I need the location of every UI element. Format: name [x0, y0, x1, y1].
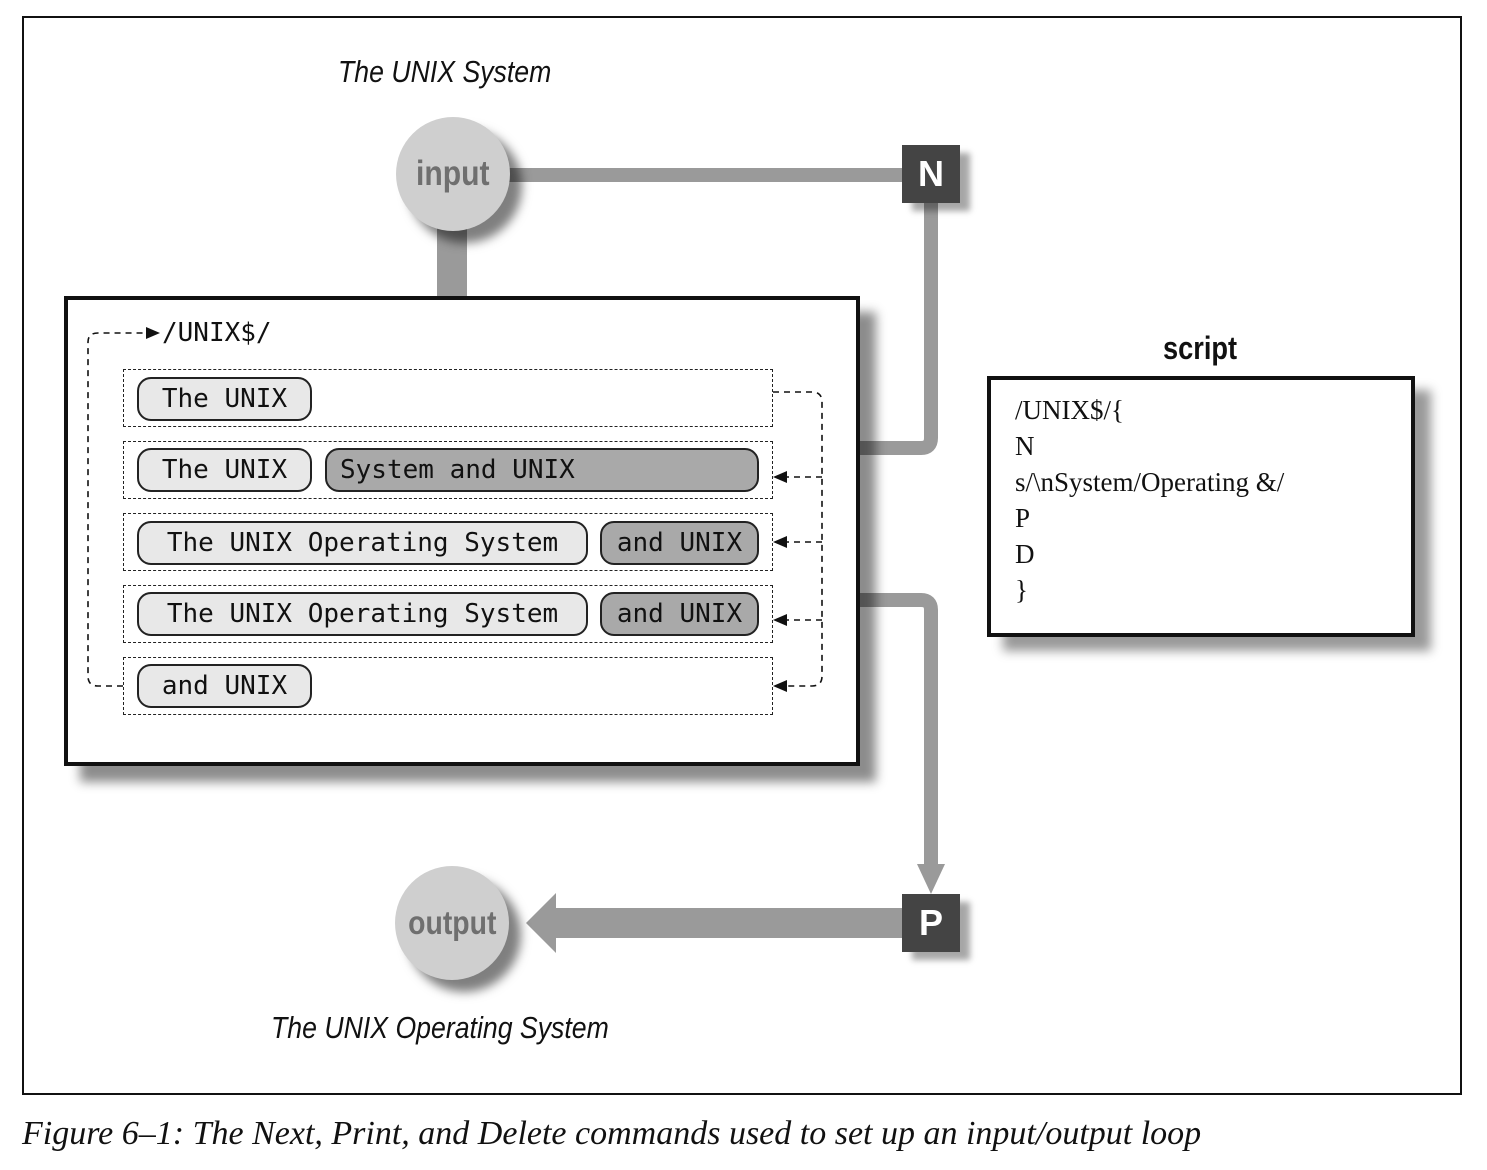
output-circle: output	[395, 866, 509, 980]
next-to-buffer-arrow	[810, 202, 938, 455]
buffer-to-print-arrow	[773, 593, 938, 866]
print-command-label: P	[918, 902, 943, 943]
buffer-row-2	[123, 441, 773, 499]
script-line-1: /UNIX$/{	[1015, 395, 1124, 425]
buffer-row-5-line-a: and UNIX	[137, 664, 312, 708]
script-line-6: }	[1015, 575, 1028, 605]
print-command-box: P	[902, 894, 960, 952]
row4-arrowhead	[773, 614, 787, 626]
loop-back-arrowhead	[146, 327, 160, 339]
output-circle-label: output	[407, 904, 497, 941]
pattern-label: /UNIX$/	[162, 318, 272, 348]
row2-arrowhead	[773, 471, 787, 483]
right-dashed-line	[773, 391, 823, 687]
script-line-3: s/\nSystem/Operating &/	[1015, 467, 1285, 497]
figure-frame	[22, 16, 1462, 1095]
buffer-row-1	[123, 369, 773, 427]
output-arrowhead	[526, 893, 556, 953]
buffer-row-4-line-b: and UNIX	[600, 592, 759, 636]
buffer-row-4	[123, 585, 773, 643]
script-line-5: D	[1015, 539, 1035, 569]
row3-arrowhead	[773, 536, 787, 548]
script-line-4: P	[1015, 503, 1031, 533]
script-title: script	[1163, 330, 1238, 366]
buffer-row-5	[123, 657, 773, 715]
print-to-output-shaft	[553, 908, 905, 938]
loop-back-line	[87, 332, 146, 687]
next-command-box: N	[902, 145, 960, 203]
row5-arrowhead	[773, 680, 787, 692]
next-command-label: N	[918, 153, 944, 194]
buffer-row-3-line-a: The UNIX Operating System	[137, 521, 588, 565]
buffer-row-2-line-a: The UNIX	[137, 448, 312, 492]
figure-caption: Figure 6–1: The Next, Print, and Delete …	[22, 1115, 1202, 1152]
script-line-2: N	[1015, 431, 1035, 461]
right-dashed-branches	[786, 476, 822, 621]
print-arrowhead	[917, 864, 945, 894]
script-box	[987, 376, 1415, 637]
input-circle-label: input	[416, 154, 490, 193]
buffer-row-2-line-b: System and UNIX	[325, 448, 759, 492]
input-circle: input	[396, 117, 510, 231]
buffer-row-4-line-a: The UNIX Operating System	[137, 592, 588, 636]
buffer-row-3	[123, 513, 773, 571]
input-text-label: The UNIX System	[338, 54, 552, 89]
buffer-row-1-line-a: The UNIX	[137, 377, 312, 421]
buffer-row-3-line-b: and UNIX	[600, 521, 759, 565]
output-text-label: The UNIX Operating System	[271, 1010, 609, 1045]
